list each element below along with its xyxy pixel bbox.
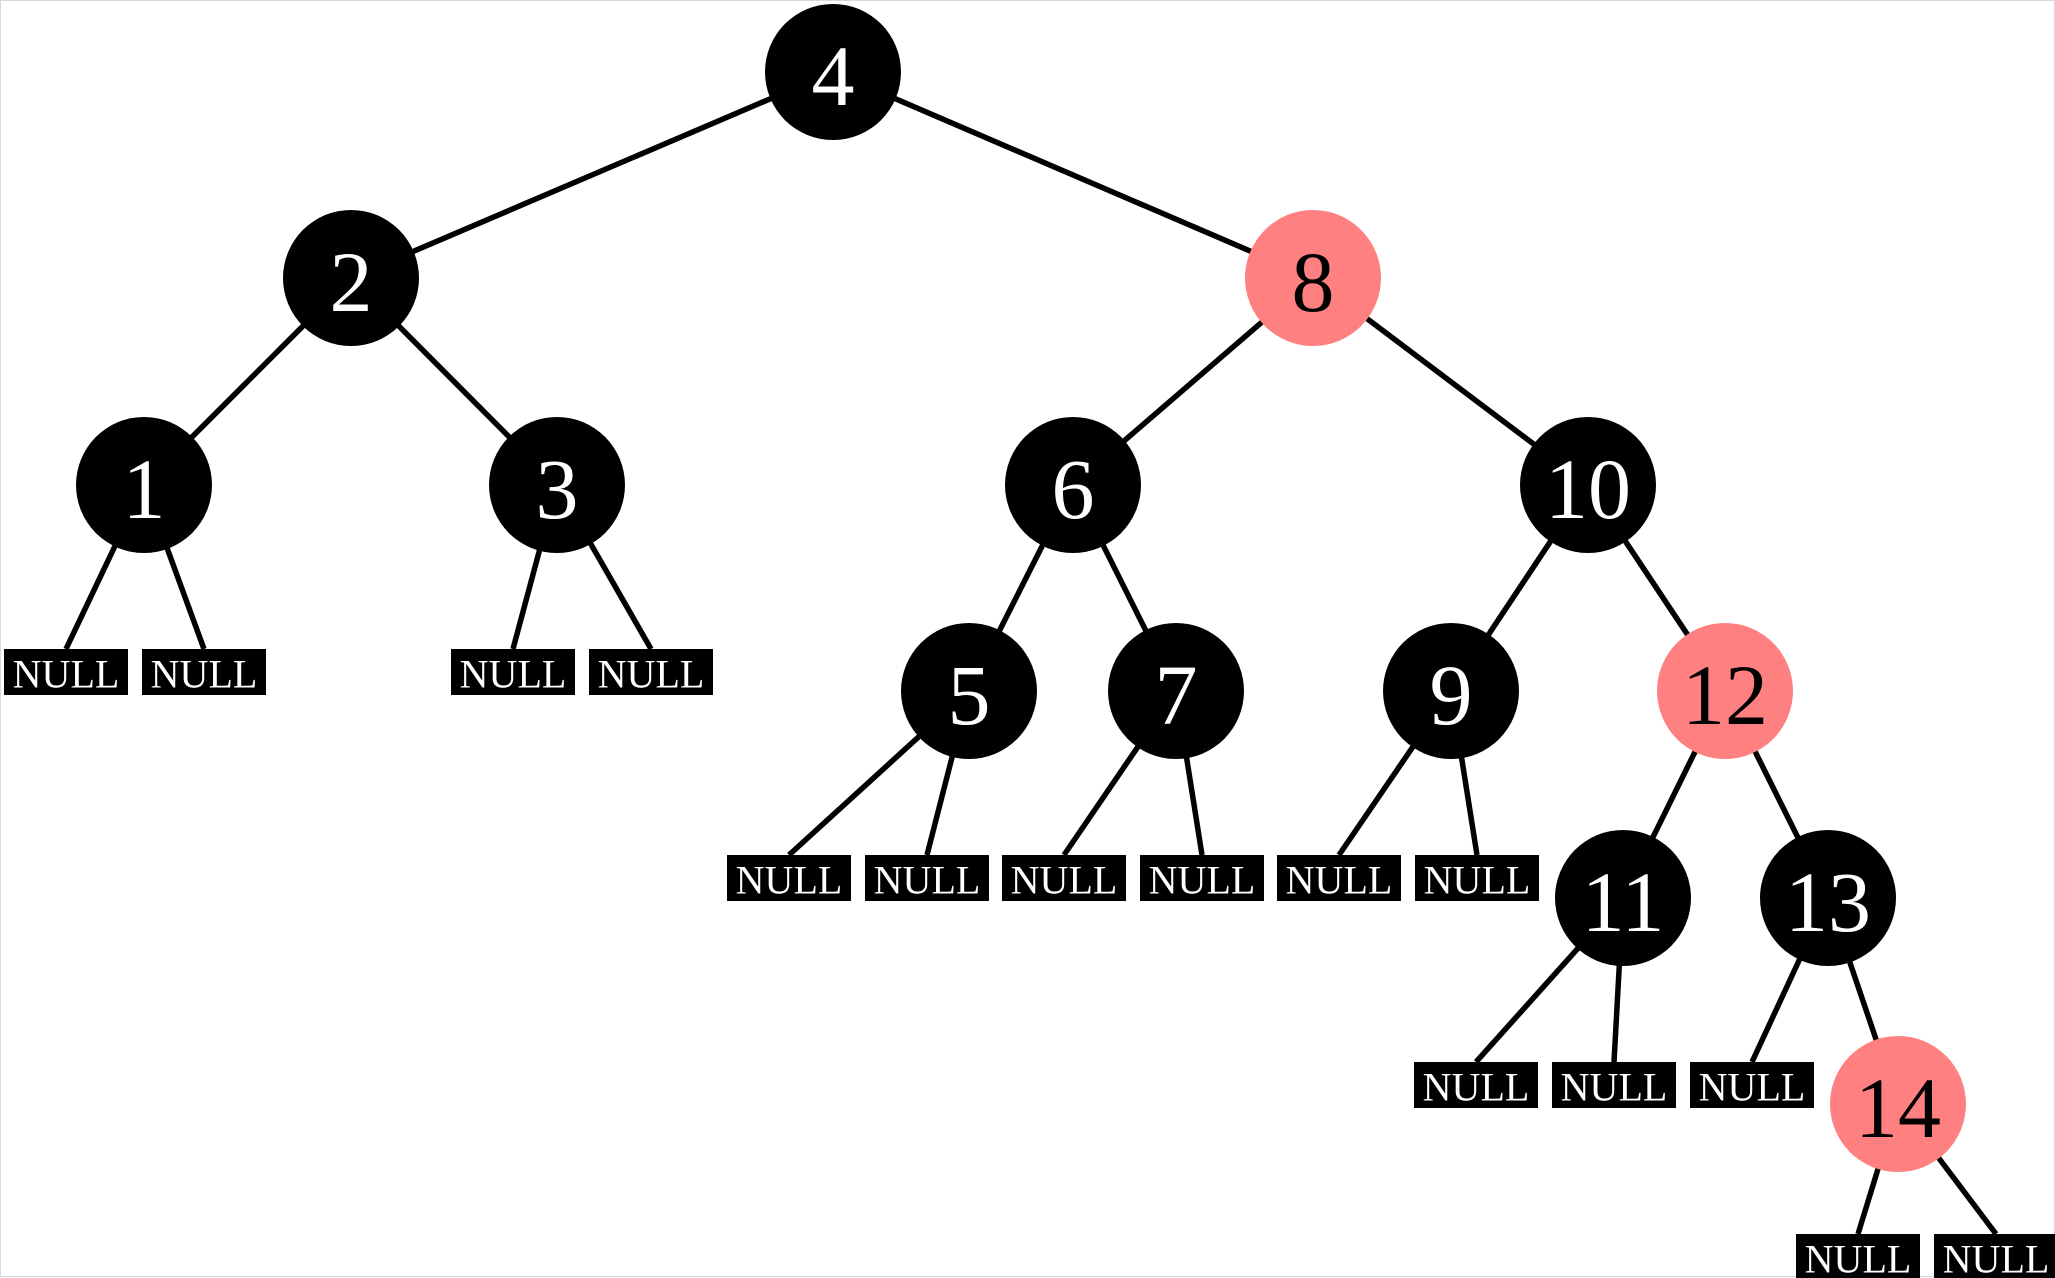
null-leaf: NULL (1002, 855, 1126, 903)
tree-node-3: 3 (489, 417, 625, 553)
edge-n4-n2 (351, 72, 833, 278)
tree-node-9: 9 (1383, 623, 1519, 759)
null-leaf: NULL (4, 649, 128, 697)
null-leaf-label: NULL (874, 858, 981, 903)
null-leaf: NULL (1552, 1062, 1676, 1110)
node-value-label: 10 (1545, 441, 1631, 537)
null-leaf-label: NULL (1561, 1065, 1668, 1110)
node-value-label: 7 (1155, 647, 1198, 743)
tree-node-5: 5 (901, 623, 1037, 759)
null-leaf-label: NULL (1699, 1065, 1806, 1110)
node-value-label: 3 (536, 441, 579, 537)
tree-node-4: 4 (765, 4, 901, 140)
null-leaf: NULL (1934, 1234, 2055, 1278)
tree-node-7: 7 (1108, 623, 1244, 759)
null-leaf-label: NULL (1943, 1237, 2050, 1278)
null-leaf-label: NULL (736, 858, 843, 903)
node-value-label: 14 (1855, 1060, 1941, 1156)
tree-node-6: 6 (1005, 417, 1141, 553)
tree-node-1: 1 (76, 417, 212, 553)
tree-node-8: 8 (1245, 210, 1381, 346)
null-leaf-label: NULL (1424, 858, 1531, 903)
node-value-label: 4 (812, 28, 855, 124)
null-leaf-label: NULL (1286, 858, 1393, 903)
node-value-label: 1 (123, 441, 166, 537)
null-leaf: NULL (1414, 1062, 1538, 1110)
null-leaf: NULL (865, 855, 989, 903)
tree-node-13: 13 (1760, 830, 1896, 966)
null-leaf: NULL (1415, 855, 1539, 903)
null-leaf: NULL (1277, 855, 1401, 903)
tree-node-11: 11 (1555, 830, 1691, 966)
edge-n4-n8 (833, 72, 1313, 278)
null-leaf: NULL (1140, 855, 1264, 903)
null-leaf-label: NULL (151, 652, 258, 697)
null-leaf-label: NULL (1011, 858, 1118, 903)
tree-node-2: 2 (283, 210, 419, 346)
tree-node-14: 14 (1830, 1036, 1966, 1172)
null-leaf-label: NULL (1149, 858, 1256, 903)
null-leaf-label: NULL (1805, 1237, 1912, 1278)
node-value-label: 9 (1430, 647, 1473, 743)
node-value-label: 11 (1582, 854, 1665, 950)
node-value-label: 6 (1052, 441, 1095, 537)
tree-node-10: 10 (1520, 417, 1656, 553)
null-leaf: NULL (451, 649, 575, 697)
node-value-label: 8 (1292, 234, 1335, 330)
null-leaf-label: NULL (1423, 1065, 1530, 1110)
node-value-label: 2 (330, 234, 373, 330)
null-leaf-label: NULL (598, 652, 705, 697)
null-leaf-label: NULL (460, 652, 567, 697)
node-value-label: 13 (1785, 854, 1871, 950)
null-leaf: NULL (727, 855, 851, 903)
null-leaf: NULL (142, 649, 266, 697)
null-leaf: NULL (589, 649, 713, 697)
node-value-label: 5 (948, 647, 991, 743)
tree-node-12: 12 (1657, 623, 1793, 759)
null-leaf: NULL (1796, 1234, 1920, 1278)
node-value-label: 12 (1682, 647, 1768, 743)
null-leaf-label: NULL (13, 652, 120, 697)
null-leaf: NULL (1690, 1062, 1814, 1110)
